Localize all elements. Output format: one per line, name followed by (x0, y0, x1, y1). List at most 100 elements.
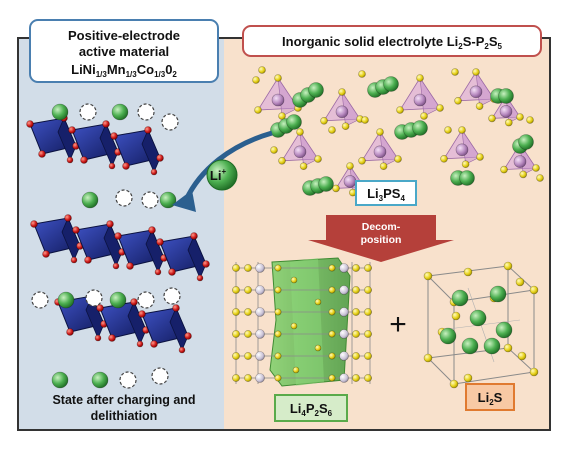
sulfur-atom (244, 374, 252, 382)
left-title-line2: active material (79, 44, 169, 59)
li-ion-label: Li+ (210, 167, 227, 183)
lithium-atom (489, 285, 507, 303)
oxygen-atom (150, 340, 158, 348)
sulfur-atom (274, 374, 282, 382)
oxygen-atom (96, 304, 104, 312)
sulfur-atom (515, 277, 525, 287)
phosphorus-atom (339, 329, 349, 339)
sulfur-atom (274, 74, 282, 82)
sulfur-atom (451, 68, 459, 76)
sulfur-atom (232, 352, 240, 360)
sulfur-atom (332, 184, 340, 193)
oxygen-atom (168, 268, 176, 276)
li3ps4-structure (252, 66, 544, 197)
sulfur-atom (278, 112, 286, 120)
li-vacancy (163, 287, 181, 305)
sulfur-atom (274, 352, 282, 360)
sulfur-atom (328, 286, 336, 294)
cube-edge (507, 347, 535, 373)
sulfur-atom (376, 128, 384, 136)
sulfur-atom (472, 68, 480, 76)
li-vacancy (119, 371, 137, 389)
sulfur-atom (244, 330, 252, 338)
li2s-label-box: Li2S (465, 383, 515, 411)
oxygen-atom (130, 298, 138, 306)
sulfur-atom (232, 330, 240, 338)
oxygen-atom (70, 256, 78, 264)
sulfur-atom (394, 155, 402, 163)
oxygen-atom (148, 226, 156, 234)
oxygen-atom (156, 154, 164, 162)
phosphorus-atom (293, 145, 307, 159)
oxygen-atom (114, 232, 122, 240)
sulfur-atom (423, 353, 433, 363)
decomposition-arrow: Decom- position (308, 215, 454, 262)
lithium-atom (308, 82, 324, 98)
sulfur-atom (338, 88, 346, 96)
oxygen-atom (126, 262, 134, 270)
phosphorus-atom (455, 143, 469, 157)
phosphorus-atom (339, 307, 349, 317)
sulfur-atom (420, 112, 428, 120)
phosphorus-atom (339, 263, 349, 273)
right-title-text: Inorganic solid electrolyte Li2S-P2S5 (282, 34, 503, 51)
svg-text:Li2S: Li2S (478, 390, 503, 407)
sulfur-atom (244, 264, 252, 272)
left-title-line1: Positive-electrode (68, 28, 180, 43)
oxygen-atom (26, 120, 34, 128)
oxygen-atom (144, 126, 152, 134)
sulfur-atom (463, 373, 473, 383)
oxygen-atom (110, 132, 118, 140)
li-migration-arrow (183, 130, 273, 202)
sulfur-atom (526, 116, 534, 124)
oxygen-atom (30, 220, 38, 228)
sulfur-atom (232, 286, 240, 294)
sulfur-atom (328, 374, 336, 382)
li-migration-arrowhead (172, 190, 196, 212)
sulfur-atom (529, 285, 539, 295)
lithium-atom (109, 291, 127, 309)
sulfur-atom (476, 153, 484, 161)
oxygen-atom (154, 268, 162, 276)
oxygen-atom (172, 304, 180, 312)
phosphorus-atom (343, 175, 357, 188)
oxygen-atom (64, 214, 72, 222)
li-vacancy (85, 289, 103, 307)
li-vacancy (79, 103, 97, 121)
li-ion-sphere (206, 159, 238, 191)
sulfur-atom (364, 264, 372, 272)
phosphorus-atom (499, 105, 513, 118)
sulfur-atom (232, 264, 240, 272)
phosphorus-atom (255, 373, 265, 383)
sulfur-atom (364, 308, 372, 316)
svg-text:Li3PS4: Li3PS4 (367, 186, 405, 203)
sulfur-atom (299, 162, 308, 170)
sulfur-atom (244, 352, 252, 360)
cube-edge (427, 357, 455, 385)
lithium-atom (383, 76, 399, 92)
sulfur-atom (328, 352, 336, 360)
oxygen-atom (38, 150, 46, 158)
lithium-atom (81, 191, 99, 209)
oxygen-atom (184, 332, 192, 340)
sulfur-atom (290, 322, 298, 330)
lithium-atom (451, 289, 469, 307)
oxygen-atom (42, 250, 50, 258)
sulfur-atom (352, 286, 360, 294)
sulfur-atom (328, 330, 336, 338)
phosphorus-atom (255, 351, 265, 361)
sulfur-atom (278, 157, 286, 165)
sulfur-atom (296, 128, 304, 136)
oxygen-atom (108, 162, 116, 170)
sulfur-atom (328, 126, 336, 134)
oxygen-atom (150, 168, 158, 176)
sulfur-atom (503, 343, 513, 353)
phosphorus-atom (339, 351, 349, 361)
lithium-atom (286, 114, 302, 130)
sulfur-atom (358, 157, 366, 165)
oxygen-atom (112, 262, 120, 270)
phosphorus-atom (413, 93, 427, 107)
phosphorus-atom (513, 155, 527, 168)
sulfur-atom (352, 374, 360, 382)
